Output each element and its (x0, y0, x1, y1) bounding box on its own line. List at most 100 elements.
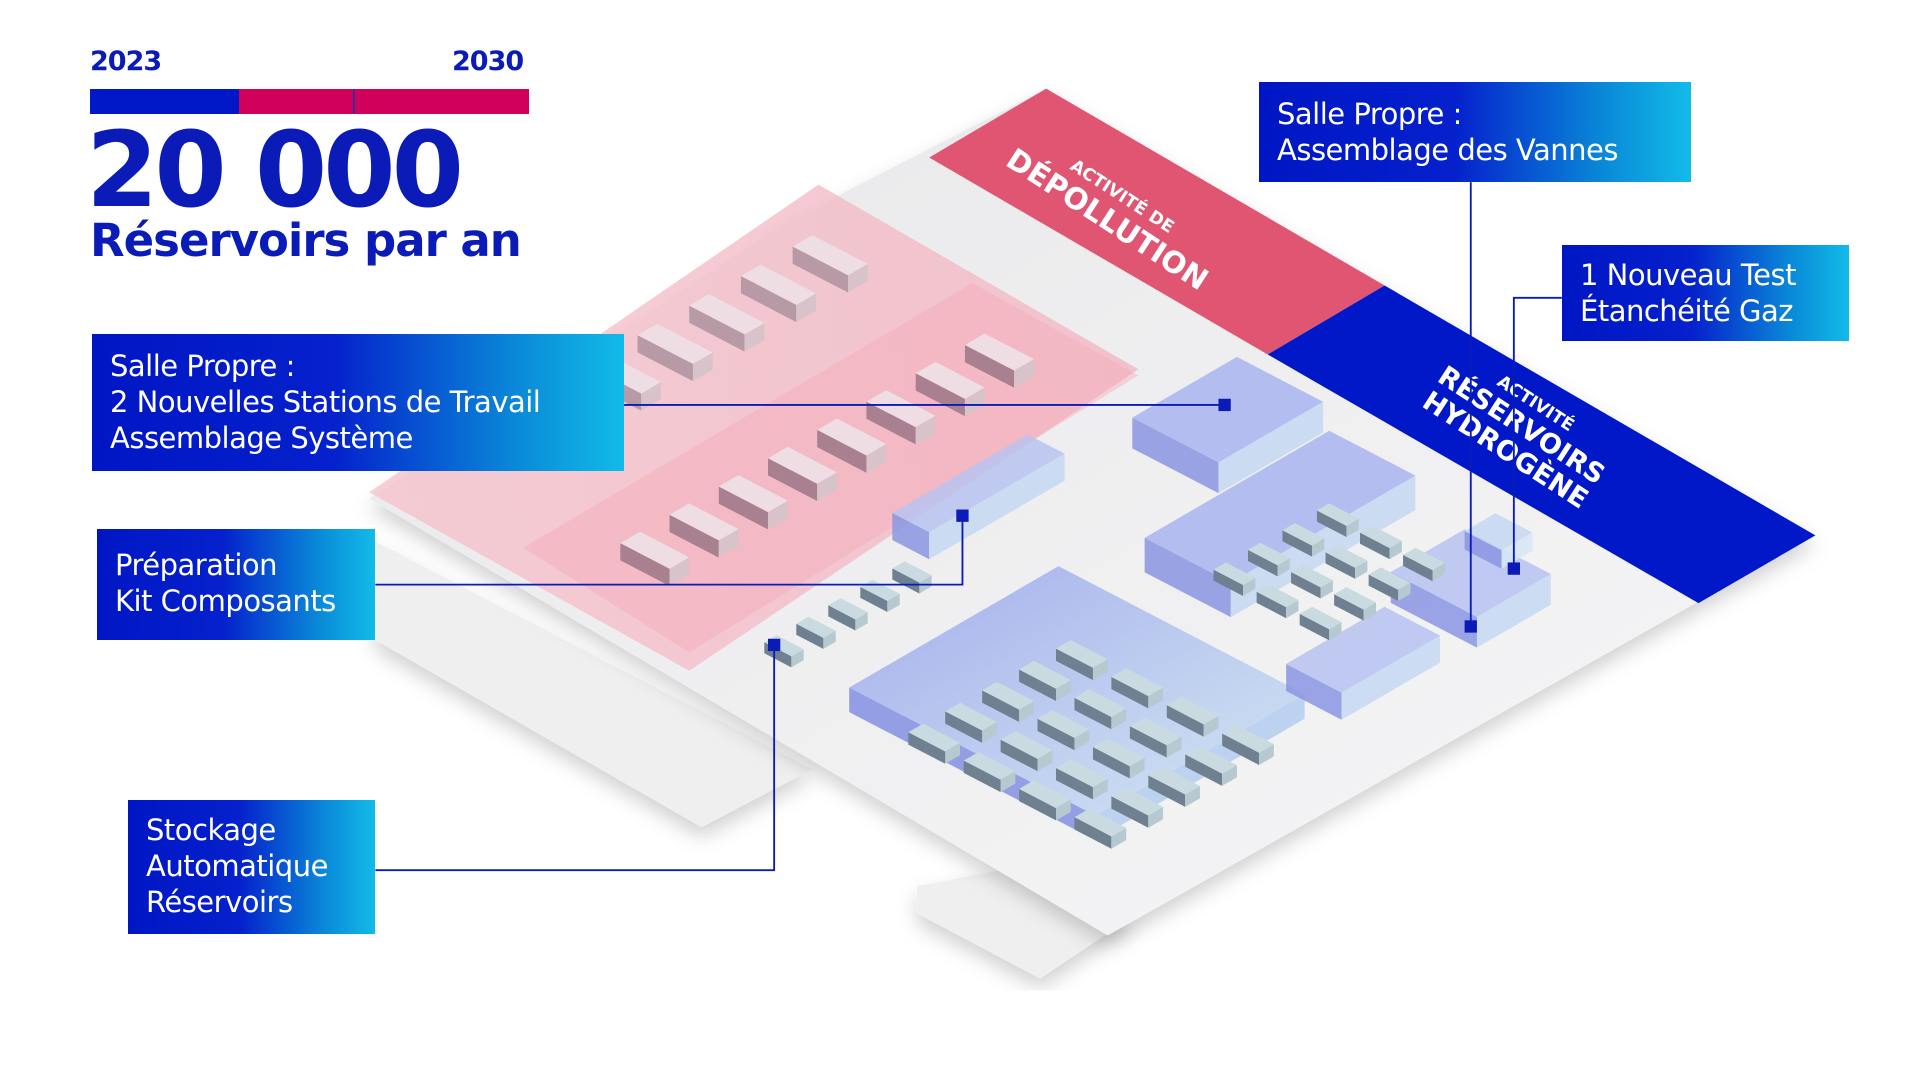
test-station (1464, 513, 1533, 551)
callout-line: Kit Composants (115, 584, 336, 618)
equipment (1243, 577, 1256, 597)
storage-rack (1037, 718, 1075, 751)
equipment (1325, 552, 1356, 579)
storage-rack (1037, 710, 1090, 738)
workstation (817, 418, 887, 456)
workstation (915, 415, 936, 445)
equipment (1256, 584, 1299, 608)
workstation (641, 382, 661, 411)
equipment (1213, 562, 1256, 585)
workstation (718, 486, 768, 530)
storage-rack (963, 760, 1001, 793)
kit-prep-area (892, 434, 1065, 533)
equipment (828, 598, 868, 620)
equipment (828, 605, 856, 631)
storage-rack (1166, 705, 1204, 737)
equipment (791, 649, 804, 668)
storage-rack (1037, 750, 1053, 772)
equipment (892, 561, 932, 583)
equipment (1282, 530, 1312, 557)
headline-caption: Réservoirs par an (90, 214, 522, 267)
equipment (796, 616, 836, 638)
storage-rack (1148, 766, 1200, 795)
callout-line: 2 Nouvelles Stations de Travail (110, 385, 541, 419)
equipment (1291, 564, 1333, 588)
lower-floor-strip (375, 541, 813, 828)
timeline-tick (353, 89, 356, 114)
storage-rack (1148, 806, 1164, 828)
storage-rack (963, 752, 1016, 780)
storage-rack (1222, 724, 1274, 753)
storage-rack (945, 742, 960, 764)
equipment (1248, 542, 1290, 566)
equipment (1325, 545, 1368, 568)
workstation (866, 444, 887, 473)
connector-test-etancheite (1512, 296, 1562, 569)
equipment (1334, 587, 1376, 610)
workstation (817, 429, 867, 473)
callout-line: Assemblage des Vannes (1277, 133, 1619, 167)
callout-line: Assemblage Système (110, 421, 413, 455)
workstation (964, 344, 1015, 388)
equipment (1398, 582, 1411, 601)
workstation (692, 352, 713, 382)
workcell (1144, 537, 1231, 618)
test-station (1501, 532, 1533, 569)
storage-rack (1056, 680, 1071, 701)
marker-salle-propre-stations (1218, 398, 1231, 412)
workcell (1286, 606, 1440, 693)
storage-rack (1056, 648, 1093, 681)
timeline-progress-bar (90, 89, 529, 114)
storage-rack (1222, 765, 1237, 786)
workstation (848, 263, 868, 293)
storage-rack (908, 732, 946, 764)
equipment (823, 630, 836, 649)
workcell (1286, 663, 1342, 720)
workstation (964, 333, 1034, 371)
callout-line: Préparation (115, 548, 278, 582)
storage-rack (1019, 788, 1056, 821)
workstation (689, 294, 765, 335)
storage-rack (1074, 697, 1112, 730)
workstation (792, 235, 868, 276)
equipment (1316, 510, 1347, 537)
storage-rack (1092, 738, 1145, 767)
equipment (887, 593, 900, 612)
marker-stockage (768, 638, 781, 652)
storage-rack (1019, 660, 1071, 689)
storage-rack (1019, 669, 1056, 701)
storage-rack (1111, 676, 1149, 709)
workstation (792, 246, 848, 293)
callout-line: Salle Propre : (110, 349, 295, 383)
equipment (1299, 606, 1342, 630)
callout-salle-propre-vannes: Salle Propre : Assemblage des Vannes (1259, 82, 1691, 182)
equipment (1346, 518, 1359, 537)
callout-test-etancheite: 1 Nouveau Test Étanchéité Gaz (1562, 245, 1849, 341)
workstation (744, 322, 765, 352)
headline-value: 20 000 (86, 109, 464, 231)
workstation (669, 557, 690, 586)
storage-rack (1056, 767, 1093, 800)
equipment (1329, 622, 1342, 641)
callout-line: Réservoirs (146, 885, 293, 919)
workstation (620, 531, 690, 569)
timeline-end-year: 2030 (452, 46, 524, 77)
equipment (860, 586, 888, 612)
storage-rack (1000, 771, 1016, 793)
storage-rack (1185, 745, 1237, 774)
storage-rack (1074, 817, 1112, 849)
equipment (1363, 602, 1376, 621)
workstation (740, 276, 797, 323)
workstation (866, 401, 916, 445)
storage-rack (1000, 731, 1053, 759)
workstation (637, 335, 693, 382)
equipment (1213, 569, 1244, 597)
storage-rack (1056, 799, 1071, 821)
storage-rack (1129, 757, 1145, 779)
equipment (892, 568, 920, 594)
workstation (637, 323, 713, 364)
equipment (796, 623, 824, 649)
test-station (1464, 531, 1502, 569)
equipment (1256, 591, 1287, 619)
